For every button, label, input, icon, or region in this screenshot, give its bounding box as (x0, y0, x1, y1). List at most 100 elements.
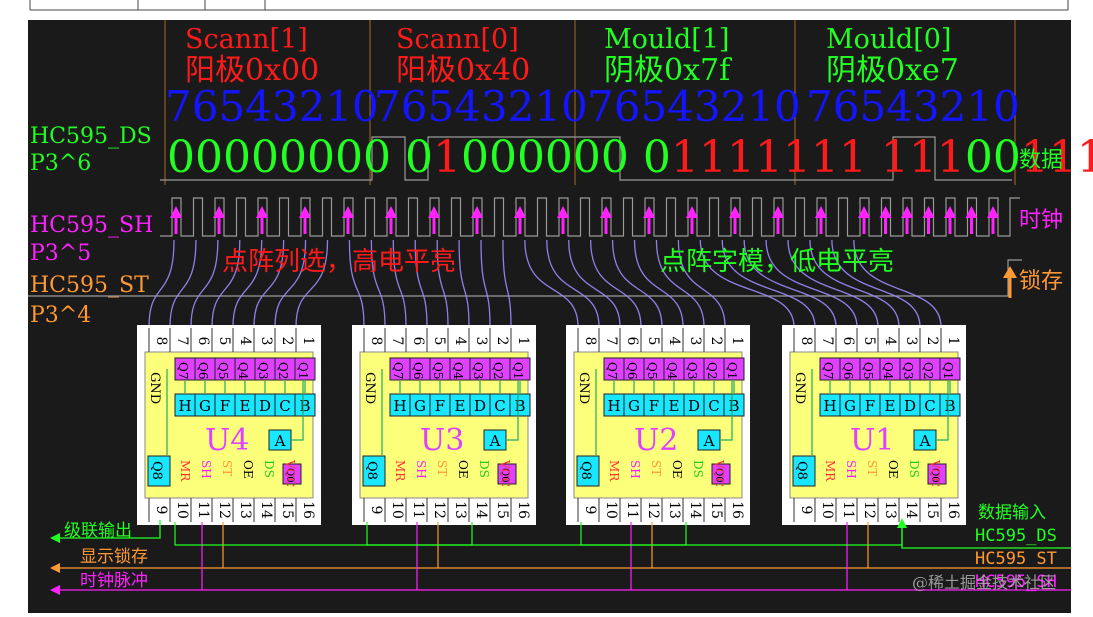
q-register-label: Q5 (431, 362, 445, 379)
q-register-label: Q6 (841, 362, 855, 379)
clock-pulse-label: 时钟脉冲 (80, 571, 148, 591)
pin-number: 3 (687, 337, 703, 346)
q-register-label: Q4 (451, 362, 465, 380)
caption-right: 点阵字模，低电平亮 (660, 247, 894, 277)
pin-number: 13 (452, 501, 468, 519)
q-register-label: Q3 (471, 362, 485, 379)
gnd-label: GND (362, 372, 377, 404)
pin-function-label: ST (649, 460, 663, 476)
group-scann0: Scann[0] 阳极0x40 76543210 (374, 24, 588, 131)
pin-function-label: VCC (283, 459, 297, 487)
pin-number: 14 (903, 501, 919, 519)
group-subtitle: 阴极0x7f (604, 53, 732, 88)
pin-function-label: VCC (928, 459, 942, 487)
pin-number: 6 (840, 337, 856, 346)
q-register-label: Q7 (605, 362, 619, 379)
q-register-label: Q1 (941, 362, 955, 379)
pin-function-label: OE (456, 460, 470, 479)
latch-letter: E (455, 397, 466, 415)
q8-box: Q8 (149, 461, 164, 480)
q-register-label: Q4 (881, 362, 895, 380)
q-register-label: Q1 (725, 362, 739, 379)
q-register-label: Q1 (296, 362, 310, 379)
clock-arrow (965, 206, 978, 234)
latch-letter: D (259, 397, 271, 415)
clock-arrow (213, 206, 225, 234)
a-input-box: A (489, 432, 501, 450)
pin-number: 12 (861, 501, 877, 519)
signal-wires (148, 239, 942, 328)
latch-letter: E (240, 397, 251, 415)
data-bit-segment: 0 (405, 132, 433, 183)
pin-number: 3 (903, 337, 919, 346)
sh-signal-name: HC595_SH (30, 213, 153, 238)
pin-number: 11 (840, 501, 856, 519)
chip-name: U1 (850, 423, 894, 458)
q-register-label: Q3 (901, 362, 915, 379)
clock-arrow (922, 206, 935, 234)
q-register-label: Q1 (511, 362, 525, 379)
gnd-label: GND (576, 372, 591, 404)
pin-number: 13 (666, 501, 682, 519)
pin-number: 16 (945, 501, 961, 519)
pin-function-label: SH (199, 460, 213, 479)
latch-letter: G (414, 397, 426, 415)
pin-number: 8 (368, 337, 384, 346)
pin-number: 6 (410, 337, 426, 346)
pin-function-label: ST (865, 460, 879, 476)
clock-arrow (987, 206, 999, 234)
pin-number: 13 (882, 501, 898, 519)
q-register-label: Q4 (236, 362, 250, 380)
clock-arrow (815, 206, 827, 234)
latch-letter: B (514, 397, 525, 415)
pin-number: 14 (258, 501, 274, 519)
pin-number: 10 (819, 501, 835, 519)
caption-left: 点阵列选，高电平亮 (222, 247, 456, 277)
chip-name: U4 (205, 423, 249, 458)
pin-number: 16 (515, 501, 531, 519)
pin-number: 10 (603, 501, 619, 519)
pin-number: 1 (729, 337, 745, 346)
latch-letter: H (178, 397, 191, 415)
pin-number: 7 (389, 337, 405, 346)
clock-arrow (879, 206, 892, 234)
st-signal-name: HC595_ST (30, 273, 149, 298)
pin-function-label: MR (823, 460, 837, 482)
input-st-label: HC595_ST (975, 549, 1057, 569)
pin-function-label: ST (435, 460, 449, 476)
latch-letter: C (494, 397, 505, 415)
q-register-label: Q7 (821, 362, 835, 379)
data-bit-segment: 111 (881, 132, 965, 183)
pin-function-label: MR (607, 460, 621, 482)
data-bit-segment: 00 (965, 132, 1021, 183)
input-ds-label: HC595_DS (975, 526, 1057, 546)
q0-box: Q0 (499, 468, 510, 483)
pin-number: 12 (645, 501, 661, 519)
pin-number: 15 (708, 501, 724, 519)
q8-box: Q8 (794, 461, 809, 480)
pin-function-label: MR (393, 460, 407, 482)
pin-number: 12 (216, 501, 232, 519)
q8-box: Q8 (578, 461, 593, 480)
group-title: Mould[0] (826, 24, 951, 55)
pin-number: 10 (174, 501, 190, 519)
pin-function-label: SH (628, 460, 642, 479)
data-bit-segment: 0 (643, 132, 671, 183)
clock-arrow (729, 206, 741, 234)
pin-number: 2 (494, 337, 510, 346)
latch-letter: E (885, 397, 896, 415)
pin-number: 7 (603, 337, 619, 346)
q-register-label: Q3 (685, 362, 699, 379)
group-title: Mould[1] (604, 24, 729, 55)
clock-arrow (471, 206, 483, 234)
clock-arrow (772, 206, 784, 234)
pin-number: 4 (882, 337, 898, 346)
pin-number: 10 (389, 501, 405, 519)
clock-arrows (170, 206, 999, 234)
group-separators (164, 20, 1016, 185)
header-groups: Scann[1] 阳极0x00 76543210 Scann[0] 阳极0x40… (165, 24, 1020, 131)
clock-arrow (557, 206, 569, 234)
pin-number: 9 (153, 506, 169, 515)
